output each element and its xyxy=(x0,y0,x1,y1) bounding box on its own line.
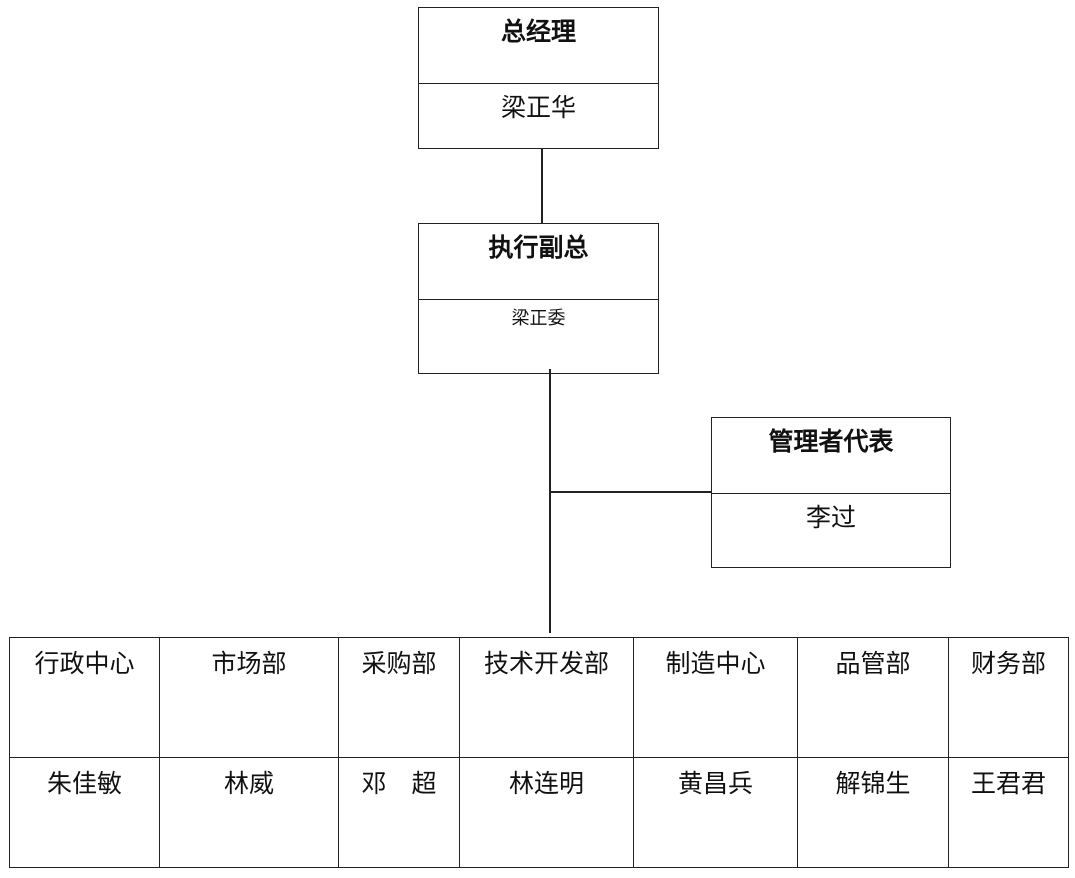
connector-line-gm-evp xyxy=(541,148,543,224)
connector-line-evp-departments xyxy=(549,369,551,633)
department-name-row: 行政中心 市场部 采购部 技术开发部 制造中心 品管部 财务部 xyxy=(9,637,1069,758)
department-head: 解锦生 xyxy=(797,757,949,868)
department-name: 市场部 xyxy=(159,637,339,758)
department-head: 王君君 xyxy=(948,757,1069,868)
department-head: 林连明 xyxy=(459,757,634,868)
general-manager-title: 总经理 xyxy=(419,8,658,84)
executive-vp-name: 梁正委 xyxy=(511,308,566,329)
department-name: 技术开发部 xyxy=(459,637,634,758)
executive-vp-box: 执行副总 梁正委 xyxy=(418,223,659,374)
general-manager-box: 总经理 梁正华 xyxy=(418,7,659,149)
department-name: 品管部 xyxy=(797,637,949,758)
executive-vp-title: 执行副总 xyxy=(419,224,658,300)
general-manager-name: 梁正华 xyxy=(500,93,576,122)
department-name: 财务部 xyxy=(948,637,1069,758)
management-rep-title: 管理者代表 xyxy=(712,418,950,494)
department-head: 邓 超 xyxy=(338,757,460,868)
department-name: 行政中心 xyxy=(9,637,160,758)
management-rep-name: 李过 xyxy=(805,503,856,532)
department-head: 黄昌兵 xyxy=(633,757,798,868)
department-head: 朱佳敏 xyxy=(9,757,160,868)
department-table: 行政中心 市场部 采购部 技术开发部 制造中心 品管部 财务部 朱佳敏 林威 邓… xyxy=(9,637,1069,868)
connector-line-management-rep xyxy=(551,491,712,493)
management-rep-box: 管理者代表 李过 xyxy=(711,417,951,568)
department-head: 林威 xyxy=(159,757,339,868)
department-name: 制造中心 xyxy=(633,637,798,758)
department-name: 采购部 xyxy=(338,637,460,758)
department-head-row: 朱佳敏 林威 邓 超 林连明 黄昌兵 解锦生 王君君 xyxy=(9,757,1069,868)
